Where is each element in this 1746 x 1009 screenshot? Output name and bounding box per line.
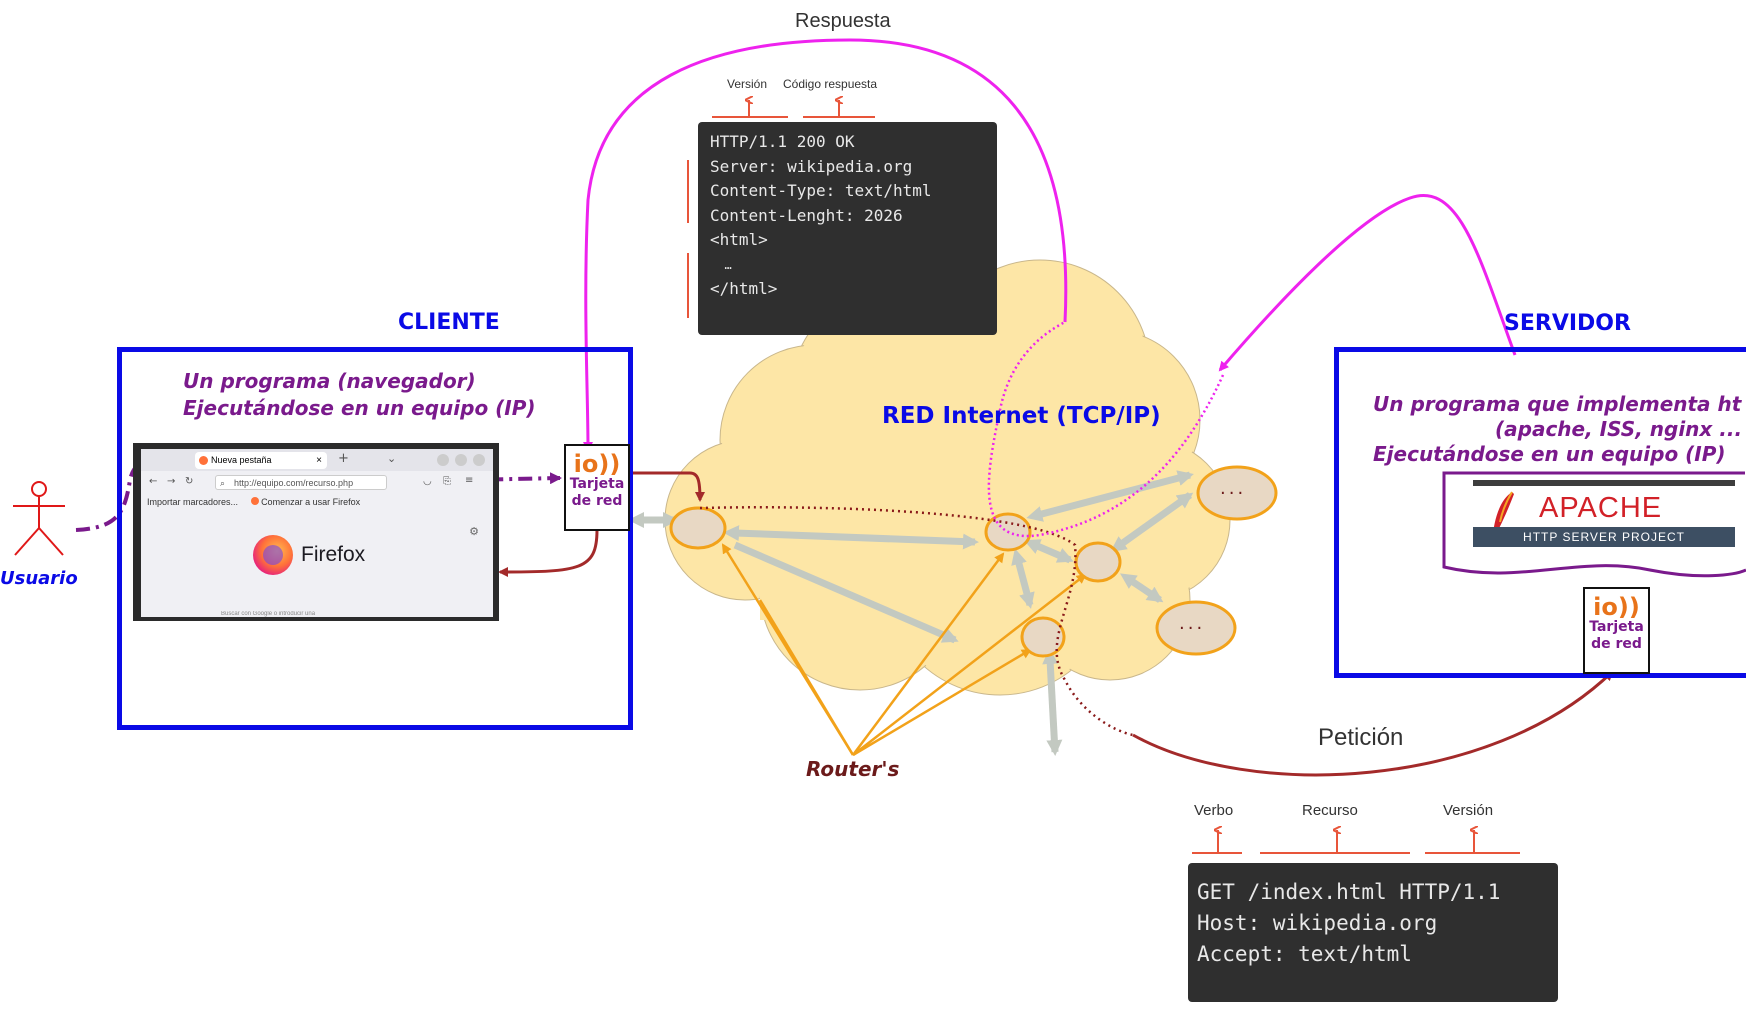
request-arrow [1132,670,1614,777]
routers-label: Router's [806,757,900,781]
server-nic-label-2: de red [1591,636,1642,652]
router-more-1 [1196,465,1278,521]
request-terminal: GET /index.html HTTP/1.1 Host: wikipedia… [1188,863,1558,1002]
nic-to-router-arrow [630,471,705,502]
response-title: Respuesta [795,10,891,32]
firefox-bookmark-icon [250,497,259,505]
server-title: SERVIDOR [1504,311,1631,336]
network-links [628,470,1194,756]
response-line: Content-Lenght: 2026 [710,205,903,225]
server-desc-line-2: (apache, ISS, nginx ... [1495,417,1743,441]
server-desc-line-1: Un programa que implementa ht [1373,392,1742,416]
reload-icon[interactable]: ↻ [185,476,194,487]
firefox-brand: Firefox [301,543,366,566]
response-line: Content-Type: text/html [710,181,932,200]
menu-icon[interactable]: ≡ [465,475,474,486]
pocket-icon[interactable]: ◡ [423,476,432,487]
browser-window: Nueva pestaña × + ⌄ ← → ↻ ⌕ http://equip… [133,443,499,621]
firefox-tab-icon [199,456,208,465]
settings-gear-icon[interactable]: ⚙ [469,525,479,538]
chevron-down-icon[interactable]: ⌄ [387,452,397,465]
server-response-arrow [1218,194,1517,372]
request-field-markers [1192,830,1520,854]
response-line: Server: wikipedia.org [710,156,913,176]
request-note-version: Versión [1443,802,1494,819]
back-icon[interactable]: ← [149,476,158,487]
response-line: <html> [710,230,768,249]
stick-figure-icon [13,481,65,556]
search-icon: ⌕ [220,478,226,488]
browser-tab-label: Nueva pestaña [211,455,272,465]
browser-tab[interactable]: Nueva pestaña × [195,452,327,469]
request-line: Host: wikipedia.org [1197,911,1438,935]
response-line: … [710,257,732,272]
firefox-logo-icon [253,535,293,575]
router-core-3 [1020,616,1066,658]
server-network-card: io)) Tarjeta de red [1583,587,1650,674]
response-note-code: Código respuesta [783,77,878,91]
close-window-icon[interactable] [473,454,485,466]
server-box [1334,347,1746,678]
client-nic-label-2: de red [571,493,623,509]
router-pointer-arrows [721,543,1087,757]
tab-close-icon[interactable]: × [316,455,322,466]
browser-tab-strip: Nueva pestaña × + ⌄ [141,449,493,471]
address-url: http://equipo.com/recurso.php [234,478,354,488]
more-routers-label-2: ... [1179,613,1206,634]
extensions-icon[interactable]: ⎘ [443,476,451,487]
network-card-icon: io)) [1593,593,1640,621]
request-route-dotted [699,506,1134,737]
router-edge-client [669,506,727,550]
response-terminal: HTTP/1.1 200 OK Server: wikipedia.org Co… [698,122,997,335]
bookmarks-bar: Importar marcadores... Comenzar a usar F… [147,497,360,507]
client-box [117,347,633,730]
maximize-icon[interactable] [455,454,467,466]
client-title: CLIENTE [398,310,500,335]
client-desc-line-2: Ejecutándose en un equipo (IP) [183,396,536,420]
response-note-version: Versión [727,77,768,91]
forward-icon[interactable]: → [167,476,176,487]
minimize-icon[interactable] [437,454,449,466]
apache-name: APACHE [1539,492,1663,524]
request-note-resource: Recurso [1302,802,1358,819]
response-route-dotted [987,320,1225,538]
router-more-2 [1155,600,1237,656]
response-line: HTTP/1.1 200 OK [710,132,855,151]
request-line: GET /index.html HTTP/1.1 [1197,880,1501,904]
more-routers-label-1: ... [1220,478,1247,499]
bookmark-import[interactable]: Importar marcadores... [147,497,239,507]
response-arrow [582,38,1068,452]
client-desc-line-1: Un programa (navegador) [183,369,476,393]
address-bar[interactable]: ⌕ http://equipo.com/recurso.php [215,475,387,490]
search-hint[interactable]: Buscar con Google o introducir una [221,611,316,617]
new-tab-icon[interactable]: + [338,451,349,466]
server-nic-label-1: Tarjeta [1589,619,1644,635]
client-nic-label-1: Tarjeta [569,476,625,492]
server-desc-line-3: Ejecutándose en un equipo (IP) [1373,442,1726,466]
request-line: Accept: text/html [1197,942,1412,966]
client-network-card: io)) Tarjeta de red [564,444,630,531]
response-line: </html> [710,279,778,298]
router-core-2 [1074,541,1122,583]
apache-subtitle: HTTP SERVER PROJECT [1473,527,1735,547]
request-title: Petición [1318,724,1404,751]
network-card-icon: io)) [573,450,621,478]
router-nodes [669,465,1278,658]
browser-toolbar: ← → ↻ ⌕ http://equipo.com/recurso.php ◡ … [141,473,493,493]
network-title: RED Internet (TCP/IP) [882,403,1161,429]
bookmark-getting-started[interactable]: Comenzar a usar Firefox [261,497,361,507]
user-label: Usuario [0,568,78,589]
request-note-verb: Verbo [1194,802,1234,819]
nic-to-browser-arrow [498,529,599,577]
apache-frame [1442,471,1746,578]
apache-top-bar [1473,480,1735,486]
